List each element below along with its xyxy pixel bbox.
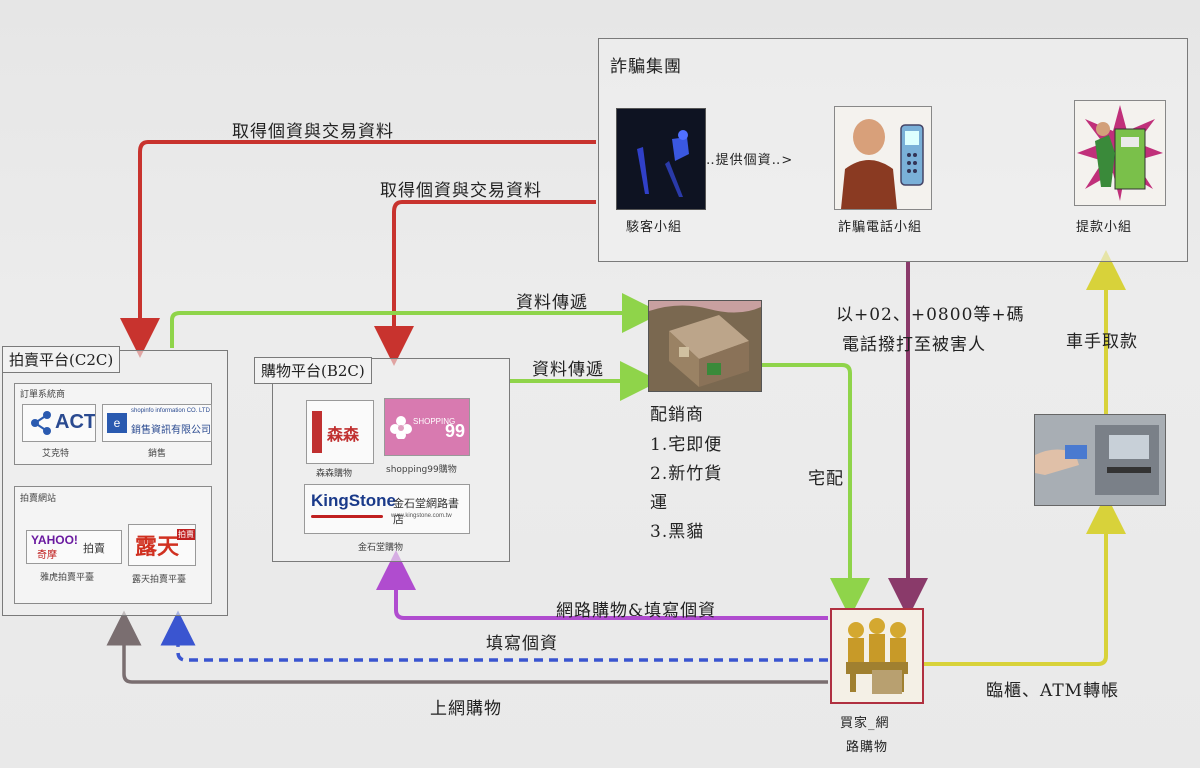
people-meeting-icon <box>846 618 908 694</box>
delivery-label: 宅配 <box>808 469 844 489</box>
arrow-distributor-to-buyer <box>762 363 870 618</box>
buyer-label-line2: 路購物 <box>846 740 889 755</box>
kingstone-logo-url: www.kingstone.com.tw <box>391 513 452 519</box>
ruten-logo: 露天 拍賣 <box>128 524 196 566</box>
ruten-logo-text: 露天 <box>135 534 180 559</box>
distributor-item-3: 3.黑貓 <box>650 522 705 542</box>
act-logo-text: ACT <box>55 411 96 433</box>
arrow-buyer-to-c2c-fill <box>160 610 828 662</box>
kingstone-logo: KingStone 金石堂網路書店 www.kingstone.com.tw <box>304 484 470 534</box>
distributor-title: 配銷商 <box>650 405 704 425</box>
yahoo-logo-auction: 拍賣 <box>83 543 105 555</box>
atm-machine-icon <box>1035 415 1165 505</box>
get-info-label-2: 取得個資與交易資料 <box>380 181 542 201</box>
call-label-line2: 電話撥打至被害人 <box>842 335 986 355</box>
phone-caller-icon <box>841 119 924 209</box>
shopinfo-logo-main: 銷售資訊有限公司 <box>131 425 211 436</box>
ruten-logo-sub: 拍賣 <box>177 529 195 540</box>
buyer-picture <box>830 608 924 704</box>
sensen-logo: 森森 <box>306 400 374 464</box>
kingstone-name: 金石堂購物 <box>358 543 404 553</box>
kingstone-swoosh <box>311 515 383 518</box>
yahoo-auction-name: 雅虎拍賣平臺 <box>40 573 95 583</box>
withdraw-picture <box>1074 100 1166 206</box>
arrow-hacker-to-c2c <box>120 140 596 358</box>
data-transfer-label-1: 資料傳遞 <box>516 293 588 313</box>
distributor-picture <box>648 300 762 392</box>
phone-group-label: 詐騙電話小組 <box>838 220 923 235</box>
shopping99-logo: SHOPPING 99 <box>384 398 470 456</box>
driver-withdraw-label: 車手取款 <box>1066 332 1138 352</box>
provide-info-label: ‥提供個資‥> <box>706 153 794 168</box>
yahoo-auction-logo: YAHOO! 奇摩 拍賣 <box>26 530 122 564</box>
shopinfo-name: 銷售 <box>148 449 167 459</box>
atm-withdraw-icon <box>1077 105 1163 201</box>
act-name: 艾克特 <box>42 449 70 459</box>
online-shop-fill-label: 網路購物&填寫個資 <box>556 601 717 621</box>
act-network-icon <box>31 411 51 435</box>
arrow-buyer-to-c2c-shop <box>106 610 828 684</box>
distributor-item-2b: 運 <box>650 493 668 513</box>
get-info-label-1: 取得個資與交易資料 <box>232 122 394 142</box>
online-shopping-label: 上網購物 <box>430 699 502 719</box>
distributor-item-2a: 2.新竹貨 <box>650 464 723 484</box>
shopping99-name: shopping99購物 <box>386 465 457 475</box>
shopinfo-logo: e shopinfo information CO. LTD 銷售資訊有限公司 <box>102 404 212 442</box>
c2c-platform-title: 拍賣平台(C2C) <box>2 346 121 373</box>
flower-icon <box>390 416 412 439</box>
sensen-logo-text: 森森 <box>327 427 360 444</box>
arrow-hacker-to-b2c <box>374 200 596 366</box>
atm-picture <box>1034 414 1166 506</box>
arrow-c2c-to-distributor <box>170 293 662 348</box>
call-label-line1: 以+02、+0800等+碼 <box>836 305 1025 325</box>
yahoo-logo-text: YAHOO! <box>31 533 78 547</box>
kingstone-logo-cn: 金石堂網路書店 <box>393 498 459 526</box>
distributor-item-1: 1.宅即便 <box>650 435 723 455</box>
ruten-name: 露天拍賣平臺 <box>132 575 187 585</box>
buyer-label-line1: 買家_網 <box>840 716 890 731</box>
data-transfer-label-2: 資料傳遞 <box>532 360 604 380</box>
shopping99-logo-num: 99 <box>445 421 466 441</box>
hacker-picture <box>616 108 706 210</box>
hacker-icon <box>617 109 705 209</box>
withdraw-group-label: 提款小組 <box>1076 220 1133 235</box>
counter-atm-label: 臨櫃、ATM轉帳 <box>986 681 1120 701</box>
kingstone-logo-text: KingStone <box>311 491 396 510</box>
sensen-name: 森森購物 <box>316 469 353 479</box>
shopinfo-icon: e <box>107 413 127 433</box>
b2c-platform-title: 購物平台(B2C) <box>254 357 372 384</box>
shopping99-logo-text: SHOPPING <box>413 417 456 426</box>
phone-scam-picture <box>834 106 932 210</box>
fill-info-label: 填寫個資 <box>486 634 558 654</box>
act-logo: ACT <box>22 404 96 442</box>
warehouse-icon <box>649 301 761 391</box>
yahoo-logo-sub: 奇摩 <box>37 550 57 561</box>
shopinfo-logo-top: shopinfo information CO. LTD <box>131 408 210 414</box>
arrow-buyer-to-b2c <box>376 550 828 620</box>
fraud-group-title: 詐騙集團 <box>610 57 682 77</box>
hacker-group-label: 駭客小組 <box>626 220 683 235</box>
sensen-icon <box>312 411 322 453</box>
system-vendor-label: 訂單系統商 <box>20 390 66 400</box>
arrow-buyer-to-atm <box>924 494 1126 666</box>
auction-sites-label: 拍賣網站 <box>20 494 57 504</box>
